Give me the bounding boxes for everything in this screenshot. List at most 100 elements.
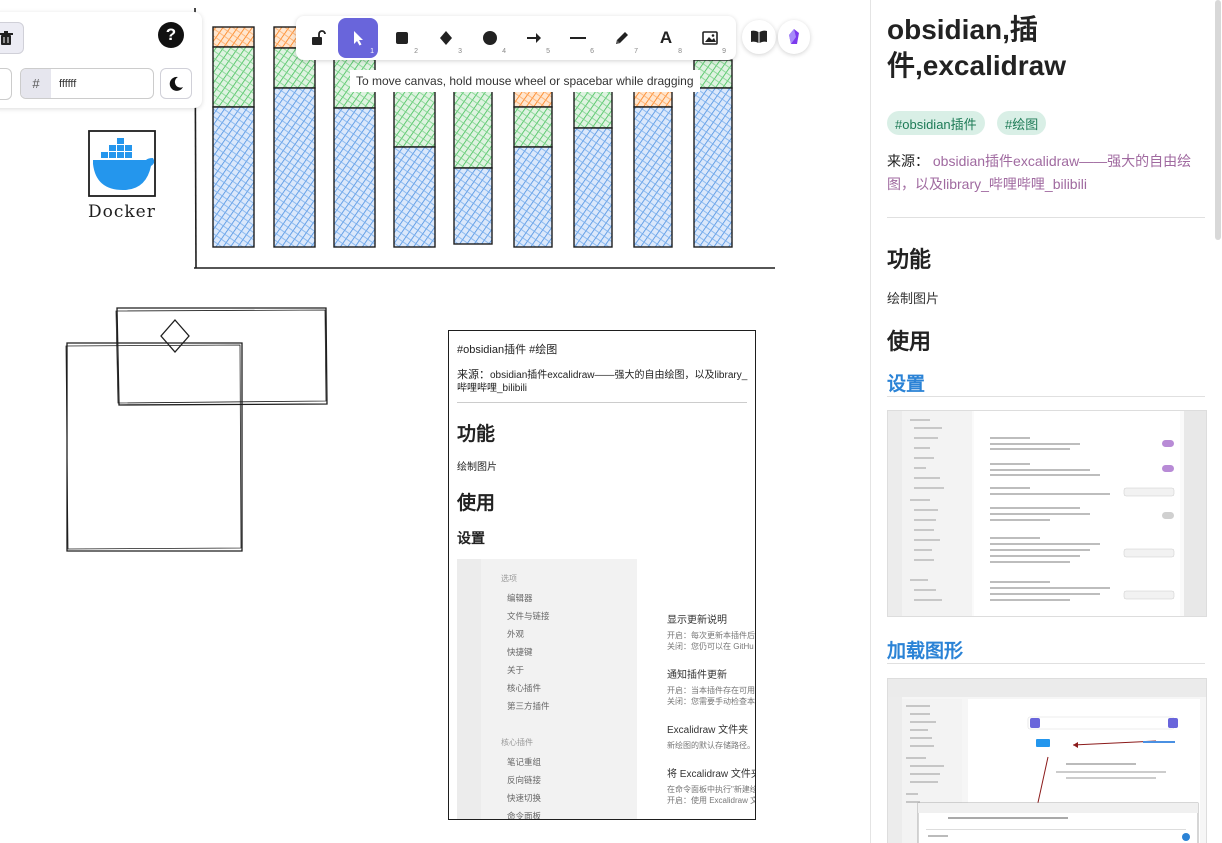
embedded-setting-item: 通知插件更新开启：当本插件存在可用关闭：您需要手动检查本 [667, 666, 755, 707]
lock-icon [312, 30, 326, 45]
embedded-sidebar-item: 第三方插件 [507, 701, 550, 711]
delete-button[interactable] [0, 22, 24, 54]
bar-9-green [693, 59, 733, 89]
embedded-group2: 核心插件 [501, 738, 533, 747]
embedded-source-prefix: 来源： [457, 369, 490, 381]
bar-1-green [212, 46, 255, 108]
image-tool[interactable]: 9 [690, 18, 730, 58]
lock-tool[interactable] [298, 18, 338, 58]
prev-color-swatch[interactable] [0, 68, 12, 100]
help-button[interactable]: ? [158, 22, 184, 48]
arrow-tool[interactable]: 5 [514, 18, 554, 58]
tool-key-1: 1 [370, 48, 374, 55]
pane-scrollbar[interactable] [1215, 0, 1221, 240]
shot-sidebar [902, 411, 972, 616]
line-tool[interactable]: 6 [558, 18, 598, 58]
docker-label: Docker [88, 202, 156, 222]
note-preview-pane[interactable]: obsidian,插件,excalidraw #obsidian插件 #绘图 来… [870, 0, 1222, 843]
bar-1-blue [212, 106, 255, 248]
text-icon: A [659, 28, 673, 47]
trash-icon [0, 30, 13, 45]
note-title: obsidian,插件,excalidraw [887, 14, 1066, 81]
embedded-setting-title: 将 Excalidraw 文件夹 [667, 769, 756, 780]
tool-key-7: 7 [634, 48, 638, 55]
obsidian-button[interactable] [778, 20, 810, 54]
bar-8-blue [633, 106, 673, 248]
diamond-tool[interactable]: 3 [426, 18, 466, 58]
library-button[interactable] [742, 20, 776, 54]
embedded-sidebar-item: 编辑器 [507, 593, 533, 603]
embedded-setting-line2: 关闭：您需要手动检查本 [667, 697, 755, 706]
embedded-setting-line2: 关闭：您仍可以在 GitHu [667, 642, 754, 651]
main-toolbar: 1 2 3 4 5 6 7 A 8 9 [296, 16, 736, 60]
embedded-para: 绘制图片 [457, 462, 497, 473]
embedded-heading-function: 功能 [457, 424, 496, 445]
embedded-group1: 选项 [501, 574, 517, 583]
load-shapes-screenshot[interactable] [887, 678, 1207, 843]
square-icon [396, 32, 408, 44]
shot-icon-strip [888, 411, 902, 616]
embedded-setting-item: 显示更新说明开启：每次更新本插件后关闭：您仍可以在 GitHu [667, 611, 755, 652]
embedded-setting-line1: 开启：当本插件存在可用 [667, 686, 755, 695]
tool-key-5: 5 [546, 48, 550, 55]
embedded-sidebar-list: 编辑器文件与链接外观快捷键关于核心插件第三方插件 [507, 589, 550, 715]
ellipse-tool[interactable]: 4 [470, 18, 510, 58]
embedded-rule [457, 402, 747, 403]
embedded-setting-title: 显示更新说明 [667, 615, 727, 626]
embedded-setting-line1: 开启：每次更新本插件后 [667, 631, 755, 640]
tool-key-6: 6 [590, 48, 594, 55]
hex-value[interactable]: ffffff [59, 77, 77, 90]
embedded-source-line1: obsidian插件excalidraw——强大的自由绘图，以及library_ [490, 370, 748, 381]
sketch-shapes [65, 307, 328, 552]
embedded-sidebar-item: 命令面板 [507, 811, 542, 820]
shot2-icon-strip [888, 679, 902, 843]
bar-8-orange [633, 89, 673, 108]
bar-6-green [513, 106, 553, 148]
tag-obsidian[interactable]: #obsidian插件 [887, 111, 985, 135]
embedded-sidebar-item: 文件与链接 [507, 611, 550, 621]
settings-underline [887, 396, 1205, 397]
embedded-setting-line1: 新绘图的默认存储路径。 [667, 741, 755, 750]
embedded-sidebar-list2: 笔记重组反向链接快速切换命令面板 [507, 753, 542, 820]
embedded-setting-line2: 开启：使用 Excalidraw 文 [667, 796, 756, 805]
drawing-layer [65, 7, 775, 552]
bar-6-orange [513, 89, 553, 108]
embedded-note-image[interactable]: #obsidian插件 #绘图 来源： obsidian插件excalidraw… [448, 330, 756, 820]
hex-color-field[interactable]: # ffffff [20, 68, 154, 99]
rectangle-tool[interactable]: 2 [382, 18, 422, 58]
bar-4-blue [393, 146, 436, 248]
shot2-details [888, 679, 1206, 843]
settings-screenshot[interactable] [887, 410, 1207, 617]
tag-drawing[interactable]: #绘图 [997, 111, 1047, 135]
embedded-setting-item: Excalidraw 文件夹新绘图的默认存储路径。 [667, 721, 755, 751]
function-text: 绘制图片 [887, 291, 940, 306]
embedded-setting-title: 通知插件更新 [667, 670, 727, 681]
dark-mode-toggle[interactable] [160, 68, 192, 99]
question-icon: ? [165, 25, 177, 44]
embedded-heading-use: 使用 [457, 493, 496, 514]
divider [887, 217, 1205, 218]
draw-tool[interactable]: 7 [602, 18, 642, 58]
bar-3-blue [333, 107, 376, 248]
text-tool[interactable]: A 8 [646, 18, 686, 58]
embedded-setting-item: 将 Excalidraw 文件夹在命令面板中执行"新建绘开启：使用 Excali… [667, 765, 756, 806]
load-underline [887, 663, 1205, 664]
embedded-sidebar-item: 快速切换 [507, 793, 542, 803]
stacked-bars [212, 26, 733, 248]
line-icon [570, 37, 586, 39]
embedded-sidebar-item: 关于 [507, 665, 525, 675]
note-source: 来源： obsidian插件excalidraw——强大的自由绘图，以及libr… [887, 150, 1207, 196]
bar-7-blue [573, 127, 613, 248]
canvas-hint: To move canvas, hold mouse wheel or spac… [350, 70, 700, 92]
embedded-settings-main [637, 559, 755, 819]
moon-icon [169, 76, 183, 91]
embedded-setting-line1: 在命令面板中执行"新建绘 [667, 785, 756, 794]
source-link[interactable]: obsidian插件excalidraw——强大的自由绘图，以及library_… [887, 153, 1192, 192]
embedded-icon-strip [457, 559, 481, 819]
bar-1-orange [212, 26, 255, 48]
excalidraw-canvas[interactable]: Docker #obsidian插件 #绘图 来源： obsidian插件exc… [0, 0, 870, 843]
diamond-icon [440, 31, 452, 45]
pencil-icon [616, 32, 628, 44]
selection-tool[interactable]: 1 [338, 18, 378, 58]
